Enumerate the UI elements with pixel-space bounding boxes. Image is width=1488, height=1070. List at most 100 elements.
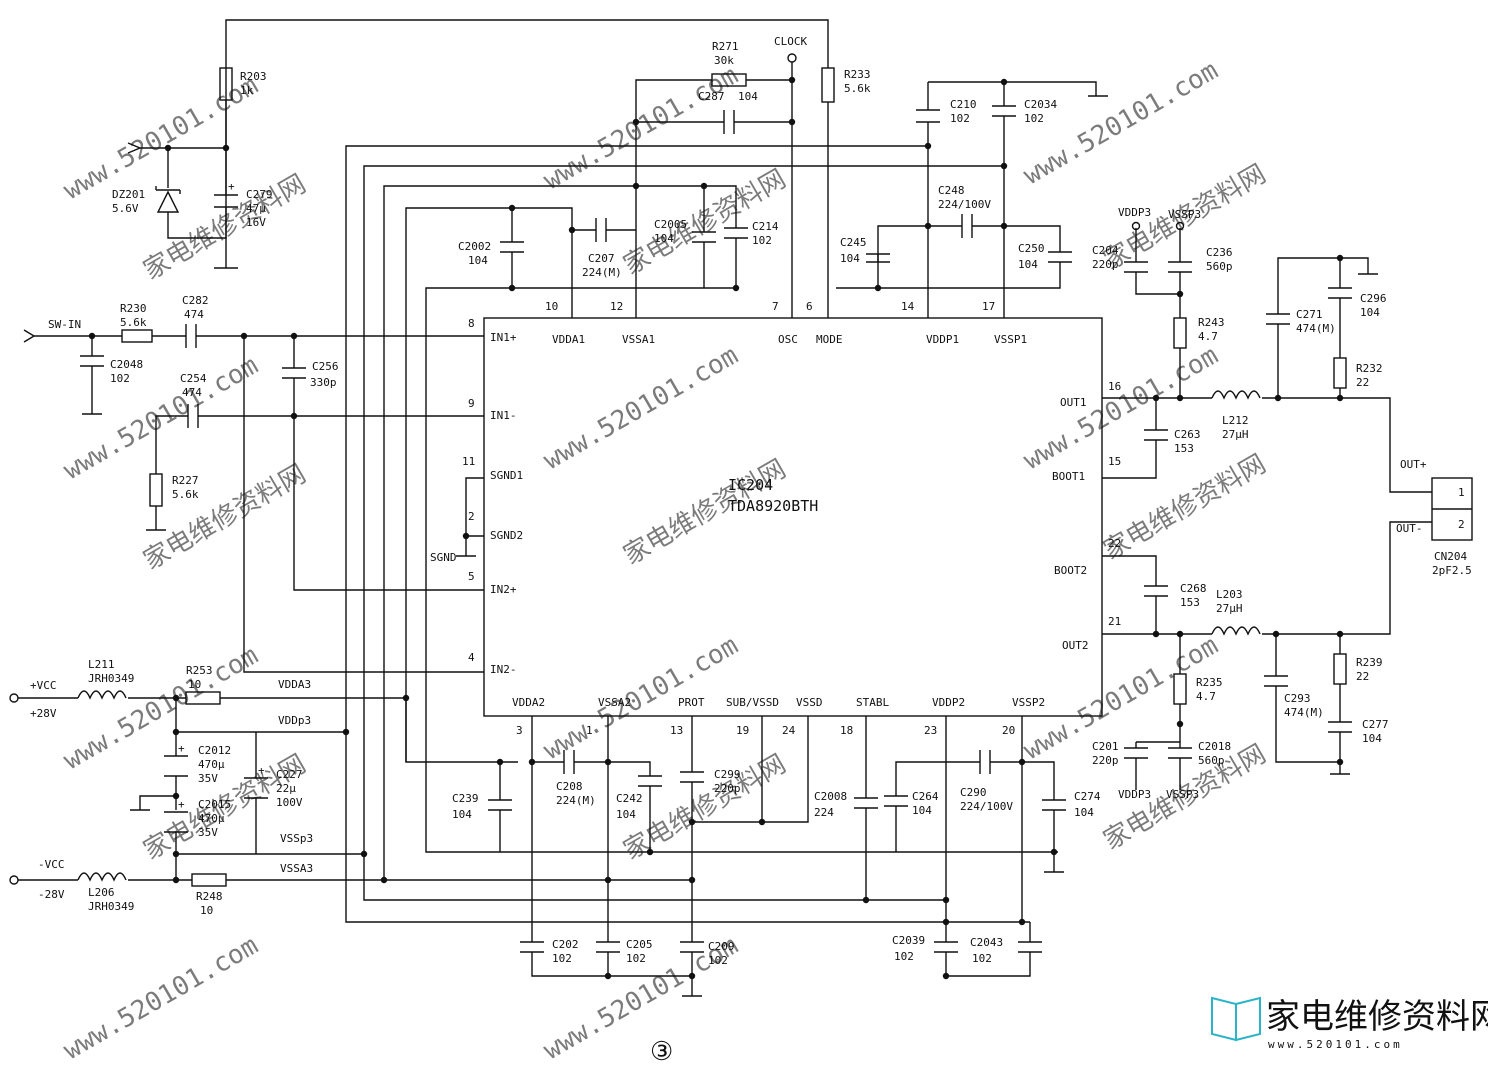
net-label: OUT+ (1400, 458, 1427, 471)
value-label: 22 (1356, 670, 1369, 683)
ref-label: R239 (1356, 656, 1383, 669)
pin-name: VSSA2 (598, 696, 631, 709)
ref-label: C248 (938, 184, 965, 197)
watermark-text: 家电维修资料网 (139, 459, 312, 576)
connector-cn204: 1 2 (1431, 477, 1473, 541)
ic-name: IC204 (728, 476, 773, 494)
terminals (9, 53, 1185, 885)
pin-name: VSSP2 (1012, 696, 1045, 709)
connector-pin-label: 1 (1458, 486, 1465, 499)
capacitor-c271 (1266, 313, 1290, 325)
resistor-r243 (1173, 317, 1187, 349)
ref-label: C227 (276, 768, 303, 781)
capacitor-c287 (723, 110, 735, 134)
pin-name: VDDP1 (926, 333, 959, 346)
value-label: 102 (708, 954, 728, 967)
value-label: 4.7 (1196, 690, 1216, 703)
pin-number: 20 (1002, 724, 1015, 737)
value-label: 330p (310, 376, 337, 389)
value-label: 104 (1018, 258, 1038, 271)
value-label: 102 (972, 952, 992, 965)
capacitor-c2034 (992, 105, 1016, 117)
ref-label: C242 (616, 792, 643, 805)
pin-name: VSSD (796, 696, 823, 709)
ref-label: C287 (698, 90, 725, 103)
value-label: 27μH (1216, 602, 1243, 615)
rating-label: 16V (246, 216, 266, 229)
figure-number: ③ (650, 1037, 673, 1067)
net-label: VDDp3 (278, 714, 311, 727)
value-label: 104 (1074, 806, 1094, 819)
ref-label: L203 (1216, 588, 1243, 601)
net-label: VDDP3 (1118, 788, 1151, 801)
vssp3-terminal (1175, 221, 1185, 231)
ref-label: C205 (626, 938, 653, 951)
value-label: 27μH (1222, 428, 1249, 441)
pin-number: 22 (1108, 537, 1121, 550)
resistor-r203 (219, 67, 233, 101)
net-label: +28V (30, 707, 57, 720)
watermark-text: www.520101.com (539, 341, 744, 477)
svg-text:+: + (178, 742, 185, 755)
capacitor-c274 (1042, 799, 1066, 811)
ref-label: C2015 (198, 798, 231, 811)
pin-number: 8 (468, 317, 475, 330)
net-label: VDDA3 (278, 678, 311, 691)
pin-number: 19 (736, 724, 749, 737)
value-label: 220p (1092, 754, 1119, 767)
capacitor-c296 (1328, 287, 1352, 299)
junction-dots (88, 76, 1344, 980)
resistor-r248 (191, 873, 227, 887)
pin-name: OUT1 (1060, 396, 1087, 409)
ref-label: C2012 (198, 744, 231, 757)
ref-label: C2043 (970, 936, 1003, 949)
arrow-icon (23, 329, 35, 343)
capacitor-c290 (979, 750, 991, 774)
connector-pin-label: 2 (1458, 518, 1465, 531)
zener-diode-dz201 (155, 186, 181, 213)
value-label: 224(M) (582, 266, 622, 279)
value-label: JRH0349 (88, 900, 134, 913)
svg-text:+: + (258, 764, 265, 777)
value-label: 10 (200, 904, 213, 917)
capacitor-c239 (488, 799, 512, 811)
capacitor-c242 (638, 775, 662, 787)
net-label: -28V (38, 888, 65, 901)
inductors (77, 390, 1261, 882)
pin-number: 6 (806, 300, 813, 313)
value-label: 474 (182, 386, 202, 399)
pin-name: MODE (816, 333, 843, 346)
ref-label: C209 (708, 940, 735, 953)
pin-name: IN2+ (490, 583, 517, 596)
site-logo: 家电维修资料网 www.520101.com (1211, 996, 1488, 1051)
pin-name: VSSP1 (994, 333, 1027, 346)
ic-part-number: TDA8920BTH (728, 497, 818, 515)
ic-body (483, 317, 1103, 717)
pin-number: 17 (982, 300, 995, 313)
ref-label: R227 (172, 474, 199, 487)
value-label: 474(M) (1296, 322, 1336, 335)
pin-number: 23 (924, 724, 937, 737)
ref-label: C279 (246, 188, 273, 201)
resistor-r235 (1173, 673, 1187, 705)
capacitor-c263 (1144, 429, 1168, 441)
capacitor-c2015 (164, 811, 188, 833)
ref-label: R230 (120, 302, 147, 315)
pin-number: 9 (468, 397, 475, 410)
value-label: 5.6V (112, 202, 139, 215)
ic-pins-left: 8 IN1+ 9 IN1- 11 SGND1 2 SGND2 5 IN2+ 4 … (462, 317, 523, 676)
net-label: VSSP3 (1168, 208, 1201, 221)
net-labels: SW-IN CLOCK SGND +VCC +28V -VCC -28V VDD… (30, 35, 1427, 901)
value-label: 104 (912, 804, 932, 817)
vcc-neg-terminal (9, 875, 19, 885)
ref-label: C210 (950, 98, 977, 111)
ref-label: C274 (1074, 790, 1101, 803)
capacitor-c210 (916, 109, 940, 123)
ref-label: L211 (88, 658, 115, 671)
ref-label: R233 (844, 68, 871, 81)
wires (18, 19, 1432, 996)
ref-label: C268 (1180, 582, 1207, 595)
logo-text: 家电维修资料网 (1266, 997, 1488, 1037)
net-label: SW-IN (48, 318, 81, 331)
pin-number: 16 (1108, 380, 1121, 393)
